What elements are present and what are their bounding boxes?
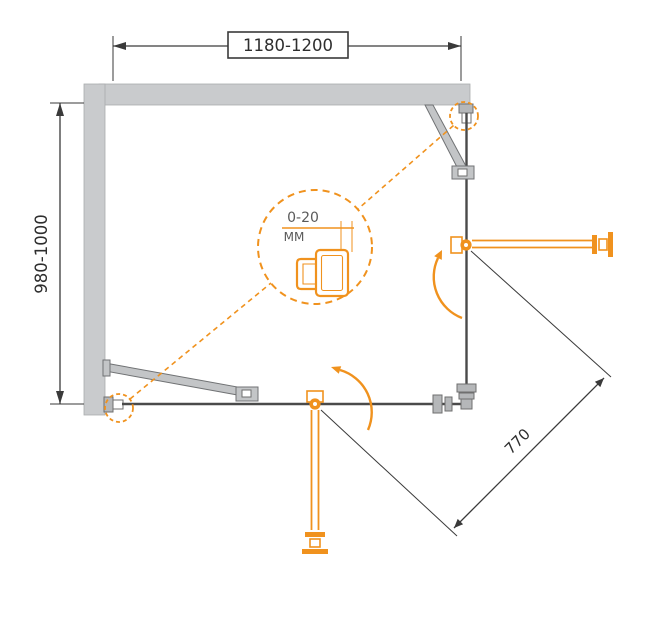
wall-top — [98, 83, 471, 106]
callout-leader-top — [357, 124, 455, 210]
swing-arrowhead-bottom — [331, 366, 342, 374]
dimension-arrow-right — [448, 42, 461, 50]
dimension-arrow-upper — [594, 378, 604, 388]
adjustment-range-label: 0-20 — [287, 210, 319, 226]
profile-detail: 0-20 ММ — [282, 210, 354, 298]
glass-clamp — [432, 394, 443, 414]
wall-profile-bottom-left — [103, 396, 124, 413]
dimension-arrow-bottom — [56, 391, 64, 404]
swing-arrowhead-right — [434, 250, 442, 260]
detail-callout — [104, 101, 479, 423]
width-label-box — [227, 31, 349, 59]
pivot-pin-right — [464, 243, 468, 247]
detail-circle — [257, 189, 373, 305]
pivot-pin-bottom — [313, 402, 317, 406]
callout-circle-top-right — [449, 101, 479, 131]
support-bar-bottom-left — [102, 359, 259, 402]
pivot-door-bottom — [302, 366, 373, 554]
glass-clamps — [432, 383, 477, 414]
door-knob-right — [592, 232, 613, 257]
dimension-arrow-left — [113, 42, 126, 50]
depth-dimension-label: 980-1000 — [32, 214, 51, 293]
swing-arrow-bottom-icon — [339, 368, 373, 431]
dimension-arrow-lower — [454, 518, 464, 528]
dimension-arrow-top — [56, 103, 64, 116]
glass-clamp — [458, 392, 475, 400]
hinge-bracket-right — [450, 236, 463, 254]
dimension-depth: 980-1000 — [32, 102, 84, 405]
glass-clamp — [444, 396, 453, 412]
width-dimension-label: 1180-1200 — [243, 36, 333, 55]
support-bar-top-right — [424, 104, 475, 180]
callout-leader-bottom — [129, 282, 272, 400]
corner-connector — [460, 398, 473, 410]
walls — [83, 83, 471, 416]
profile-cross-section — [295, 248, 350, 298]
dimension-width: 1180-1200 — [112, 31, 462, 81]
wall-left — [83, 83, 106, 416]
callout-circle-bottom-left — [104, 393, 134, 423]
swing-arrow-right-icon — [432, 257, 463, 320]
pivot-door-right — [432, 232, 613, 320]
door-knob-bottom — [302, 532, 328, 554]
glass-clamp — [456, 383, 477, 393]
adjustment-unit-label: ММ — [284, 230, 305, 244]
